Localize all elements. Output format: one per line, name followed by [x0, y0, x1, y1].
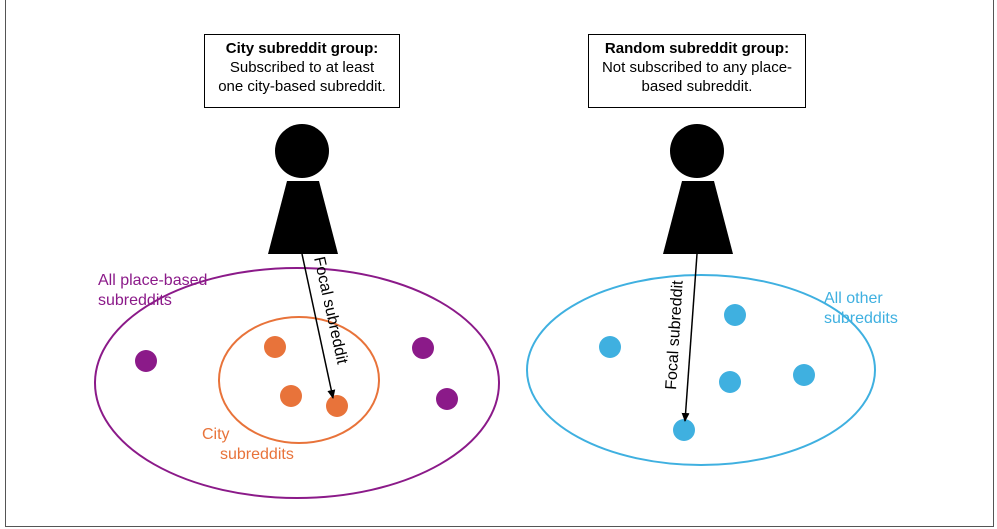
focal-arrow-left — [301, 253, 336, 399]
city-label: City subreddits — [202, 425, 294, 465]
person-head-right — [670, 124, 724, 178]
person-body-right — [663, 181, 733, 254]
place-based-label: All place-based subreddits — [98, 271, 207, 311]
other-node — [599, 336, 621, 358]
random-group-desc-line1: Not subscribed to any place- — [601, 59, 793, 76]
random-group-box: Random subreddit group: Not subscribed t… — [588, 34, 806, 108]
user-figure-right — [663, 124, 733, 254]
other-node — [719, 371, 741, 393]
place-based-label-line2: subreddits — [98, 292, 172, 309]
place-node — [436, 388, 458, 410]
focal-label-right: Focal subreddit — [663, 279, 687, 390]
city-ellipse — [218, 316, 380, 444]
city-node — [280, 385, 302, 407]
figure-frame — [5, 0, 994, 527]
city-node — [264, 336, 286, 358]
other-subreddits-label: All other subreddits — [824, 289, 898, 329]
city-group-desc-line1: Subscribed to at least — [229, 59, 375, 76]
focal-city-node — [326, 395, 348, 417]
random-group-desc-line2: based subreddit. — [641, 78, 753, 95]
other-label-line1: All other — [824, 290, 883, 307]
place-node — [135, 350, 157, 372]
user-figure-left — [268, 124, 338, 254]
other-node — [724, 304, 746, 326]
other-subreddits-ellipse — [526, 274, 876, 466]
other-label-line2: subreddits — [824, 310, 898, 327]
city-group-desc-line2: one city-based subreddit. — [218, 78, 386, 95]
city-group-title: City subreddit group: — [225, 40, 379, 57]
person-body-left — [268, 181, 338, 254]
place-node — [412, 337, 434, 359]
focal-arrow-right — [681, 253, 698, 422]
focal-other-node — [673, 419, 695, 441]
place-based-label-line1: All place-based — [98, 272, 208, 289]
city-label-line2: subreddits — [220, 446, 294, 463]
place-based-ellipse — [94, 267, 500, 499]
person-head-left — [275, 124, 329, 178]
city-label-line1: City — [202, 426, 230, 443]
city-group-box: City subreddit group: Subscribed to at l… — [204, 34, 400, 108]
other-node — [793, 364, 815, 386]
random-group-title: Random subreddit group: — [604, 40, 790, 57]
